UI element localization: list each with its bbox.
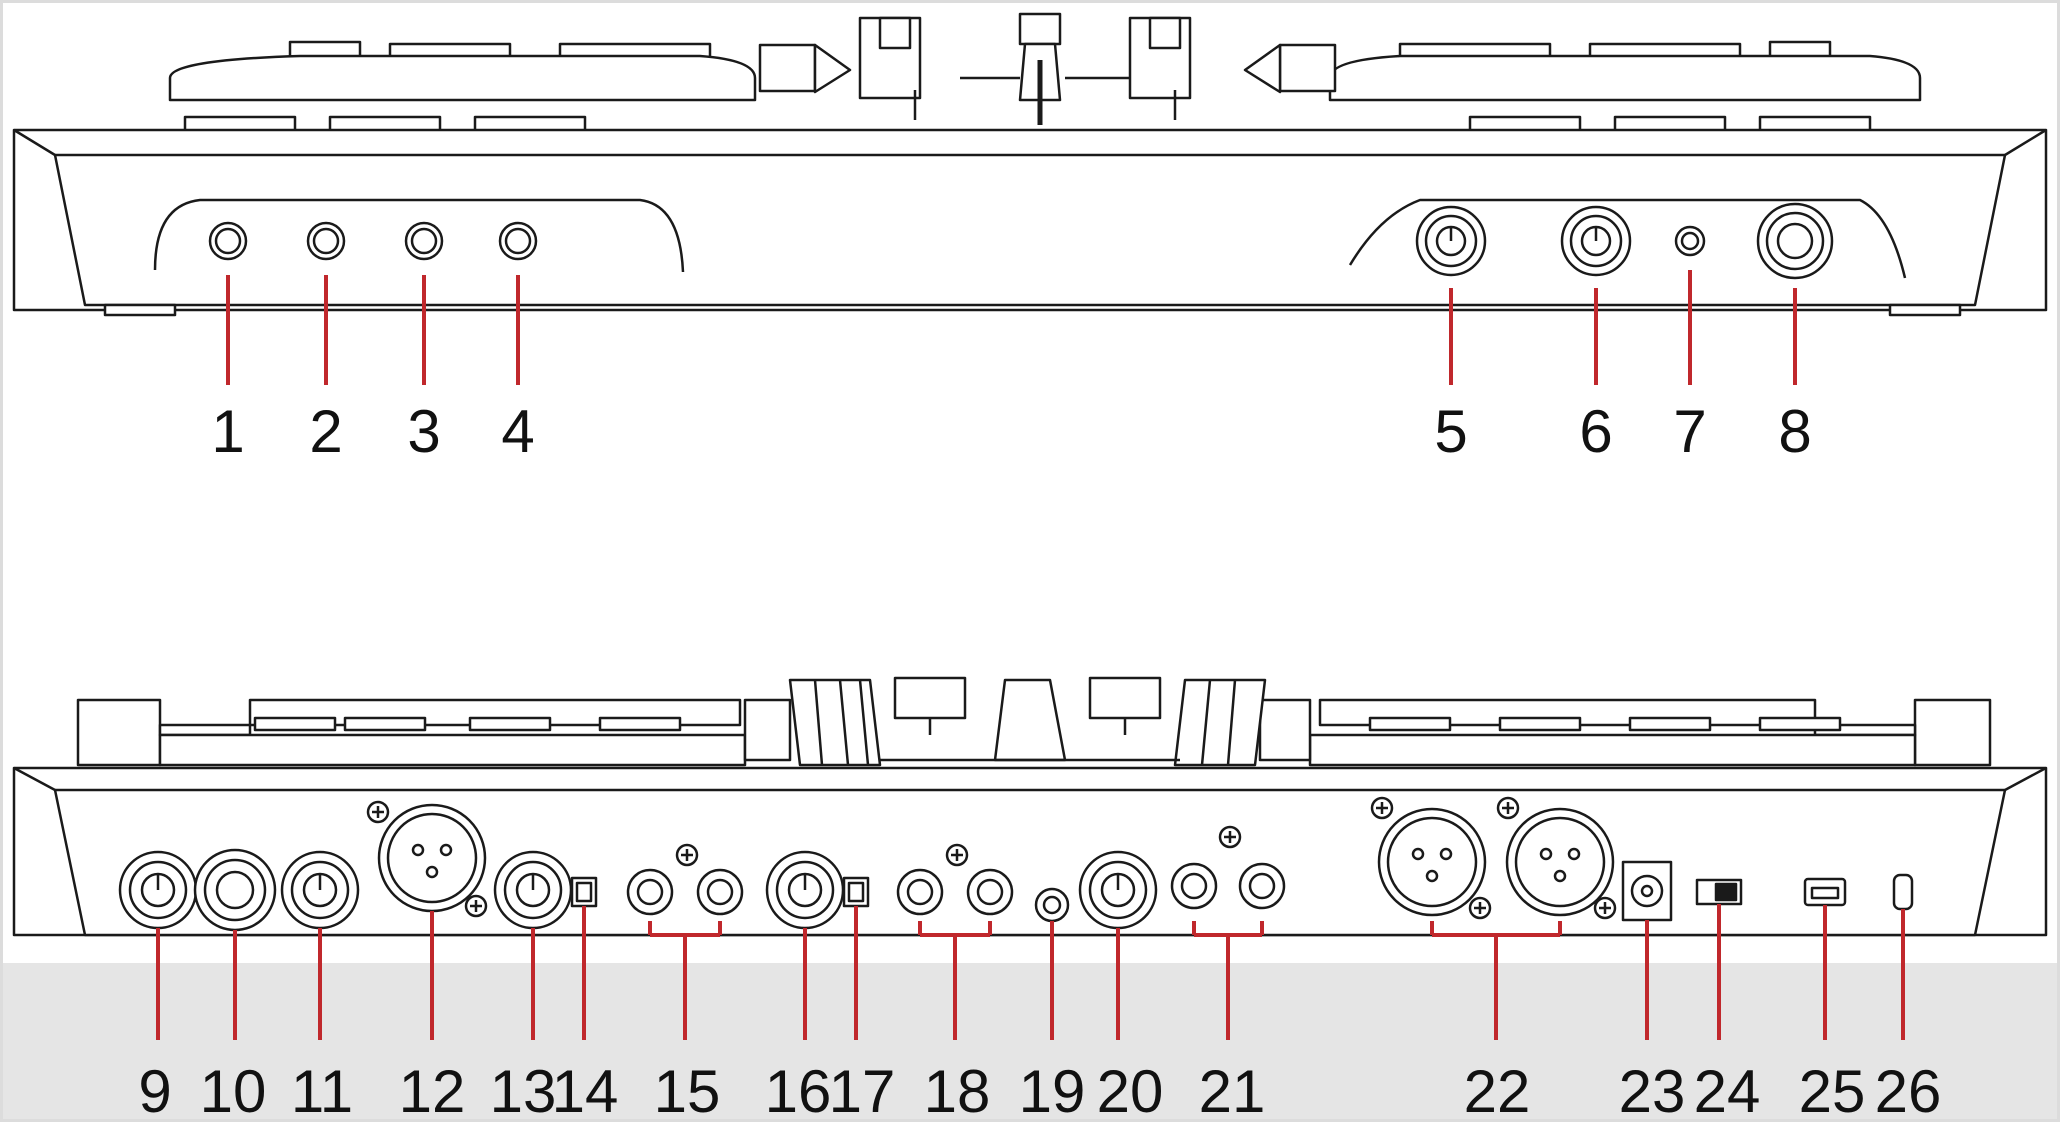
callout-label-13: 13 <box>490 1058 557 1122</box>
callout-label-4: 4 <box>501 398 534 465</box>
callout-label-2: 2 <box>309 398 342 465</box>
front-view <box>12 12 2048 317</box>
callout-label-23: 23 <box>1619 1058 1686 1122</box>
callout-label-8: 8 <box>1778 398 1811 465</box>
callout-label-20: 20 <box>1097 1058 1164 1122</box>
front-top-surface <box>168 12 1922 133</box>
callout-label-18: 18 <box>924 1058 991 1122</box>
callout-label-6: 6 <box>1579 398 1612 465</box>
callout-label-1: 1 <box>211 398 244 465</box>
front-jacks-left <box>208 221 538 261</box>
callout-label-21: 21 <box>1199 1058 1266 1122</box>
callout-label-15: 15 <box>654 1058 721 1122</box>
callout-label-16: 16 <box>765 1058 832 1122</box>
front-panel-right <box>1348 198 1907 279</box>
front-jacks-right <box>1415 202 1834 280</box>
rear-connectors <box>118 796 1914 932</box>
callout-label-11: 11 <box>291 1058 353 1122</box>
callout-label-12: 12 <box>399 1058 466 1122</box>
callout-label-19: 19 <box>1019 1058 1086 1122</box>
rear-top-surface <box>76 676 1992 767</box>
callout-label-17: 17 <box>829 1058 896 1122</box>
callout-label-24: 24 <box>1694 1058 1761 1122</box>
callout-label-26: 26 <box>1875 1058 1942 1122</box>
bottom-band <box>0 963 2060 1122</box>
front-face <box>53 153 2007 307</box>
callout-label-5: 5 <box>1434 398 1467 465</box>
callout-label-14: 14 <box>552 1058 619 1122</box>
callout-label-22: 22 <box>1464 1058 1531 1122</box>
callout-label-10: 10 <box>200 1058 267 1122</box>
callout-label-3: 3 <box>407 398 440 465</box>
callout-label-9: 9 <box>138 1058 171 1122</box>
front-callout-lines <box>226 270 1797 385</box>
callout-label-7: 7 <box>1673 398 1706 465</box>
rear-callout-lines <box>156 904 1905 1040</box>
rear-view <box>12 676 2048 937</box>
front-panel-left <box>153 198 685 273</box>
callout-label-25: 25 <box>1799 1058 1866 1122</box>
